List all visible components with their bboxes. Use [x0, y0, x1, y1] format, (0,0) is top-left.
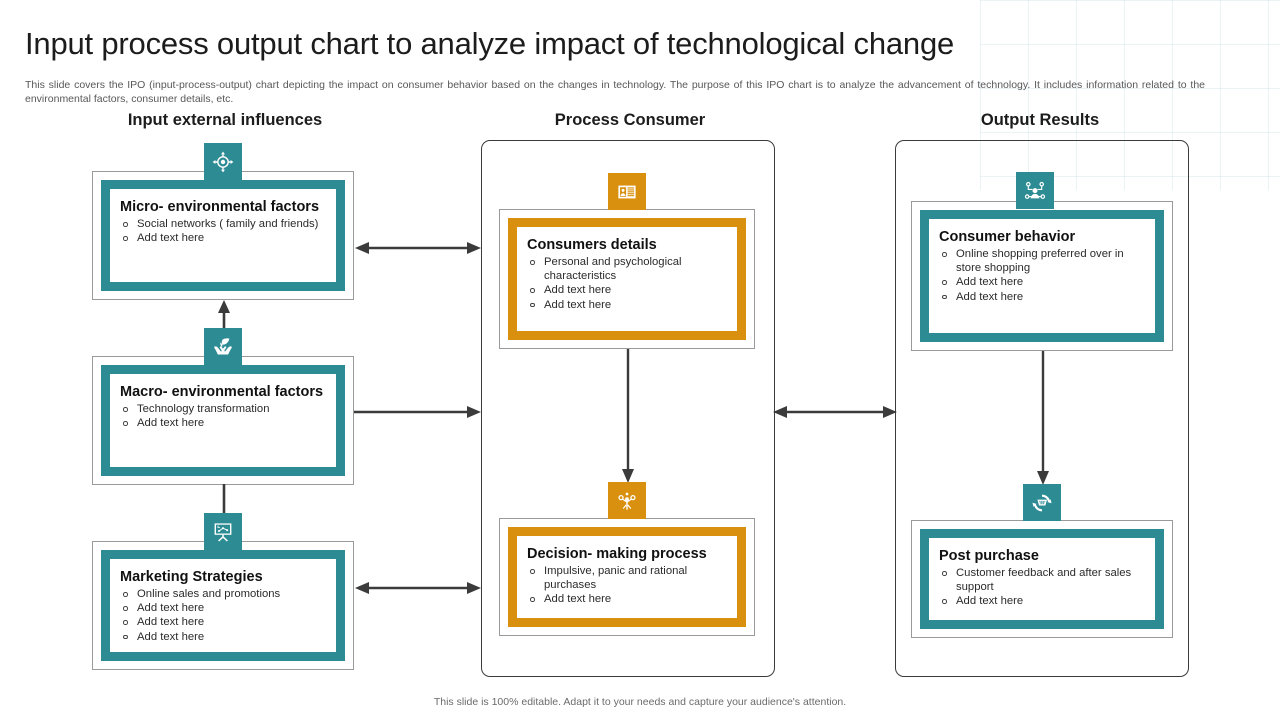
list-item: Online sales and promotions — [120, 587, 328, 601]
card-body: Marketing Strategies Online sales and pr… — [110, 559, 336, 652]
list-item: Add text here — [120, 601, 328, 615]
page-title: Input process output chart to analyze im… — [25, 26, 955, 61]
card-frame: Consumers details Personal and psycholog… — [508, 218, 746, 340]
card-consumer-behavior[interactable]: Consumer behavior Online shopping prefer… — [911, 201, 1173, 351]
connector-input-middle-to-process — [354, 402, 482, 422]
presentation-chart-icon — [204, 513, 242, 550]
connector-behavior-to-postpurchase — [1033, 351, 1053, 486]
card-frame: Macro- environmental factors Technology … — [101, 365, 345, 476]
list-item: Technology transformation — [120, 402, 328, 416]
refresh-cart-icon — [1023, 484, 1061, 521]
list-item: Add text here — [527, 592, 729, 606]
card-body: Decision- making process Impulsive, pani… — [517, 536, 737, 618]
list-item: Add text here — [527, 283, 729, 297]
card-body: Macro- environmental factors Technology … — [110, 374, 336, 467]
list-item: Add text here — [939, 275, 1147, 289]
process-column-container — [481, 140, 775, 677]
footer-note: This slide is 100% editable. Adapt it to… — [433, 696, 847, 708]
person-choice-icon — [608, 482, 646, 519]
card-bullet-list: Personal and psychological characteristi… — [527, 255, 729, 312]
card-marketing-strategies[interactable]: Marketing Strategies Online sales and pr… — [92, 541, 354, 670]
card-frame: Decision- making process Impulsive, pani… — [508, 527, 746, 627]
column-heading-process: Process Consumer — [554, 111, 706, 129]
card-title: Post purchase — [939, 548, 1039, 564]
card-title: Consumers details — [527, 237, 657, 253]
connector-consumers-to-decision — [618, 349, 638, 484]
card-title: Decision- making process — [527, 546, 707, 562]
card-bullet-list: Impulsive, panic and rational purchases … — [527, 564, 729, 607]
list-item: Social networks ( family and friends) — [120, 217, 328, 231]
card-consumers-details[interactable]: Consumers details Personal and psycholog… — [499, 209, 755, 349]
card-body: Post purchase Customer feedback and afte… — [929, 538, 1155, 620]
card-body: Consumer behavior Online shopping prefer… — [929, 219, 1155, 333]
list-item: Add text here — [939, 290, 1147, 304]
list-item: Add text here — [527, 298, 729, 312]
card-body: Consumers details Personal and psycholog… — [517, 227, 737, 331]
list-item: Personal and psychological characteristi… — [527, 255, 729, 283]
card-bullet-list: Customer feedback and after sales suppor… — [939, 566, 1147, 609]
card-macro-environmental-factors[interactable]: Macro- environmental factors Technology … — [92, 356, 354, 485]
card-bullet-list: Social networks ( family and friends) Ad… — [120, 217, 328, 245]
connector-process-to-output — [772, 402, 898, 422]
card-post-purchase[interactable]: Post purchase Customer feedback and afte… — [911, 520, 1173, 638]
list-item: Add text here — [939, 594, 1147, 608]
id-card-icon — [608, 173, 646, 210]
connector-input-bottom-to-process — [354, 578, 482, 598]
list-item: Add text here — [120, 416, 328, 430]
card-frame: Post purchase Customer feedback and afte… — [920, 529, 1164, 629]
card-frame: Marketing Strategies Online sales and pr… — [101, 550, 345, 661]
list-item: Customer feedback and after sales suppor… — [939, 566, 1147, 594]
card-title: Marketing Strategies — [120, 569, 263, 585]
card-title: Macro- environmental factors — [120, 384, 324, 400]
list-item: Impulsive, panic and rational purchases — [527, 564, 729, 592]
list-item: Add text here — [120, 615, 328, 629]
column-heading-input: Input external influences — [127, 111, 323, 129]
user-network-icon — [1016, 172, 1054, 209]
card-body: Micro- environmental factors Social netw… — [110, 189, 336, 282]
card-title: Micro- environmental factors — [120, 199, 320, 215]
column-heading-output: Output Results — [980, 111, 1100, 129]
card-bullet-list: Online shopping preferred over in store … — [939, 247, 1147, 304]
list-item: Add text here — [120, 630, 328, 644]
card-frame: Micro- environmental factors Social netw… — [101, 180, 345, 291]
list-item: Online shopping preferred over in store … — [939, 247, 1147, 275]
leaf-in-hands-icon — [204, 328, 242, 365]
list-item: Add text here — [120, 231, 328, 245]
card-title: Consumer behavior — [939, 229, 1076, 245]
output-column-container — [895, 140, 1189, 677]
card-frame: Consumer behavior Online shopping prefer… — [920, 210, 1164, 342]
page-subtitle: This slide covers the IPO (input-process… — [25, 79, 1205, 105]
card-decision-making-process[interactable]: Decision- making process Impulsive, pani… — [499, 518, 755, 636]
card-bullet-list: Online sales and promotions Add text her… — [120, 587, 328, 644]
target-crosshair-icon — [204, 143, 242, 180]
card-bullet-list: Technology transformation Add text here — [120, 402, 328, 430]
connector-input-top-to-process — [354, 238, 482, 258]
card-micro-environmental-factors[interactable]: Micro- environmental factors Social netw… — [92, 171, 354, 300]
